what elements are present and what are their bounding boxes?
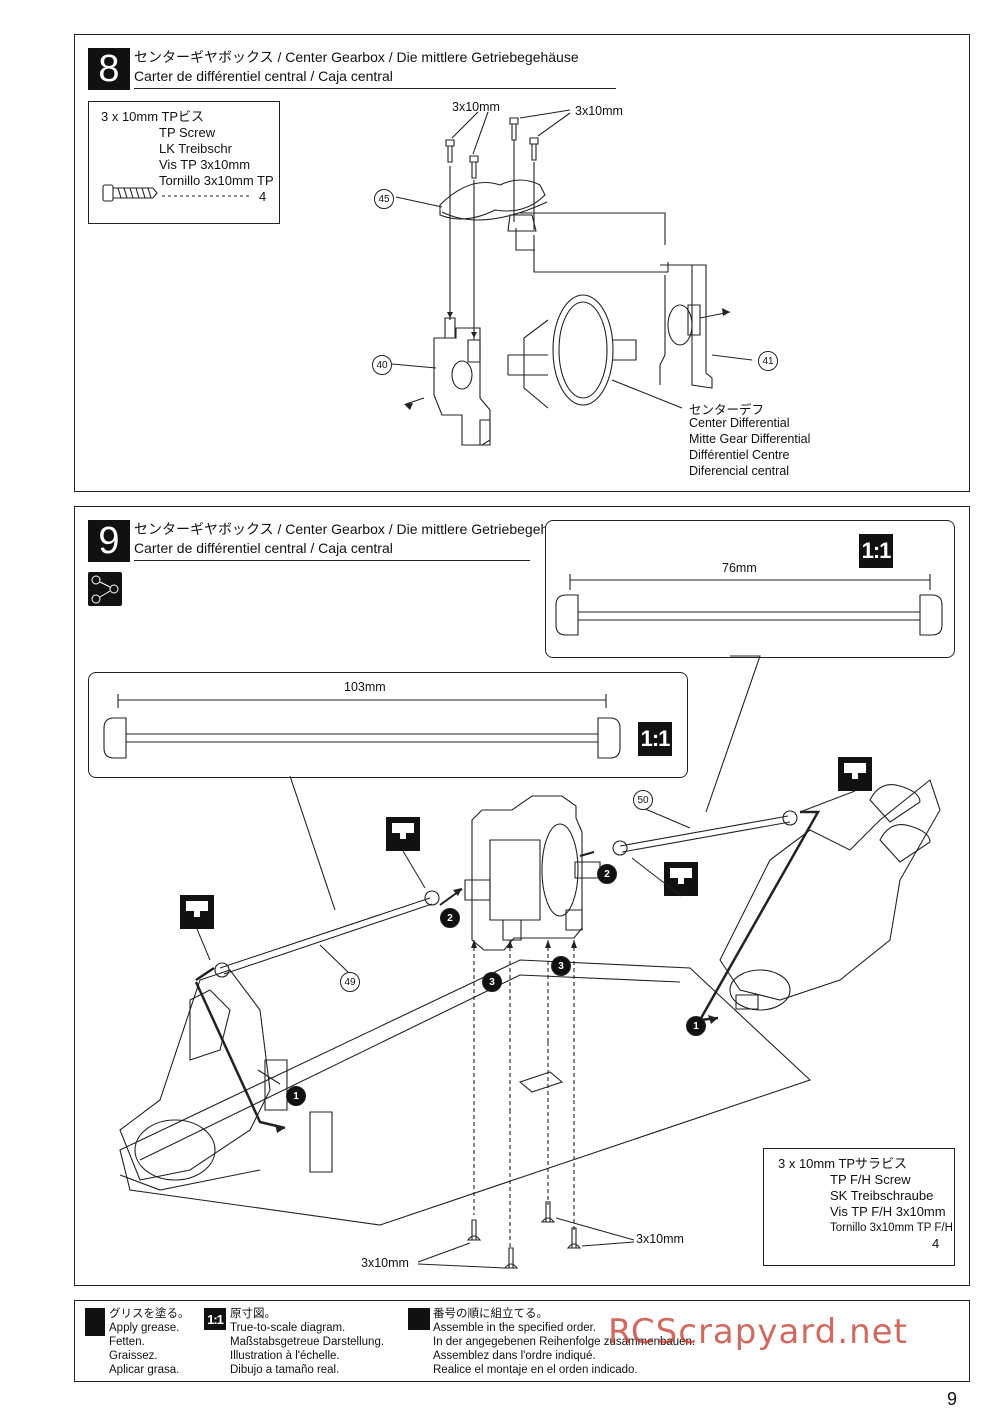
watermark: RCScrapyard.net (608, 1312, 908, 1352)
step8-screw-label-right: 3x10mm (575, 104, 623, 118)
step9-parts-box: 3 x 10mm TPサラビス TP F/H Screw SK Treibsch… (763, 1148, 955, 1266)
scale-badge-103: 1:1 (638, 722, 672, 756)
callout-49: 49 (340, 972, 360, 992)
scale-badge-76: 1:1 (859, 534, 893, 568)
diff-label-de: Mitte Gear Differential (689, 432, 811, 446)
parts-qty: 4 (259, 189, 267, 204)
parts-line1: 3 x 10mm TPサラビス (778, 1156, 908, 1171)
step9-title-line1: センターギヤボックス / Center Gearbox / Die mittle… (134, 521, 579, 537)
diff-label-fr: Différentiel Centre (689, 448, 790, 462)
step9-screw-label-left: 3x10mm (361, 1256, 409, 1270)
legend-grease-en: Apply grease. (109, 1322, 180, 1334)
legend-scale-fr: Illustration à l'échelle. (230, 1350, 340, 1362)
parts-qty: 4 (932, 1236, 940, 1251)
diff-label-en: Center Differential (689, 416, 790, 430)
callout-40: 40 (372, 355, 392, 375)
order-marker-3-left: 3 (482, 972, 502, 992)
shaft-103-length: 103mm (344, 680, 386, 694)
legend-grease-es: Aplicar grasa. (109, 1364, 180, 1376)
step8-parts-box: 3 x 10mm TPビス TP Screw LK Treibschr Vis … (88, 101, 280, 224)
step9-title-line2: Carter de différentiel central / Caja ce… (134, 540, 393, 556)
legend-scale-es: Dibujo a tamaño real. (230, 1364, 340, 1376)
step8-title-line2: Carter de différentiel central / Caja ce… (134, 68, 393, 84)
parts-line4: Vis TP F/H 3x10mm (830, 1204, 946, 1219)
parts-line3: LK Treibschr (159, 141, 232, 156)
shaft-76-length: 76mm (722, 561, 757, 575)
step8-title-line1: センターギヤボックス / Center Gearbox / Die mittle… (134, 49, 579, 65)
step9-title: センターギヤボックス / Center Gearbox / Die mittle… (134, 520, 579, 561)
callout-50: 50 (633, 790, 653, 810)
legend-grease-de: Fetten. (109, 1336, 145, 1348)
callout-45: 45 (374, 189, 394, 209)
step9-drawing (103, 574, 943, 1269)
callout-41: 41 (758, 351, 778, 371)
legend-order-icon (408, 1308, 430, 1330)
step8-screw-label-left: 3x10mm (452, 100, 500, 114)
step8-number: 8 (88, 48, 130, 90)
legend-order: 番号の順に組立てる。 Assemble in the specified ord… (433, 1307, 695, 1377)
step8-drawing (102, 109, 753, 446)
legend-grease-ja: グリスを塗る。 (109, 1308, 190, 1320)
order-marker-1-right: 1 (686, 1016, 706, 1036)
shaft-103-callout (88, 672, 688, 778)
parts-line5: Tornillo 3x10mm TP F/H (830, 1222, 953, 1234)
legend-scale-icon: 1:1 (204, 1308, 226, 1330)
parts-line2: TP F/H Screw (830, 1172, 911, 1187)
parts-line5: Tornillo 3x10mm TP (159, 173, 274, 188)
legend-scale-en: True-to-scale diagram. (230, 1322, 346, 1334)
step8-title: センターギヤボックス / Center Gearbox / Die mittle… (134, 48, 616, 89)
legend-grease: グリスを塗る。 Apply grease. Fetten. Graissez. … (109, 1307, 190, 1377)
screw-shape (445, 117, 539, 179)
parts-line1: 3 x 10mm TPビス (101, 109, 205, 124)
parts-line3: SK Treibschraube (830, 1188, 934, 1203)
legend-grease-fr: Graissez. (109, 1350, 158, 1362)
parts-line2: TP Screw (159, 125, 216, 140)
order-marker-2-right: 2 (597, 864, 617, 884)
legend-order-de: In der angegebenen Reihenfolge zusammenb… (433, 1336, 696, 1348)
parts-line4: Vis TP 3x10mm (159, 157, 251, 172)
order-marker-3-right: 3 (551, 956, 571, 976)
grease-marker-shape (180, 757, 872, 929)
legend-scale-ja: 原寸図。 (230, 1308, 276, 1320)
order-marker-2-left: 2 (440, 908, 460, 928)
diff-label-es: Diferencial central (689, 464, 790, 478)
legend-scale-de: Maßstabsgetreue Darstellung. (230, 1336, 385, 1348)
step9-screw-label-right: 3x10mm (636, 1232, 684, 1246)
legend-order-fr: Assemblez dans l'ordre indiqué. (433, 1350, 596, 1362)
grease-icon (85, 1308, 105, 1336)
assembly-order-icon (88, 572, 122, 606)
order-marker-1-left: 1 (286, 1086, 306, 1106)
legend-order-es: Realice el montaje en el orden indicado. (433, 1364, 638, 1376)
legend-order-ja: 番号の順に組立てる。 (433, 1308, 548, 1320)
step9-number: 9 (88, 520, 130, 562)
legend-order-en: Assemble in the specified order. (433, 1322, 597, 1334)
legend-scale: 原寸図。 True-to-scale diagram. Maßstabsgetr… (230, 1307, 384, 1377)
diff-label-ja: センターデフ (689, 403, 765, 417)
page-number: 9 (947, 1389, 958, 1409)
